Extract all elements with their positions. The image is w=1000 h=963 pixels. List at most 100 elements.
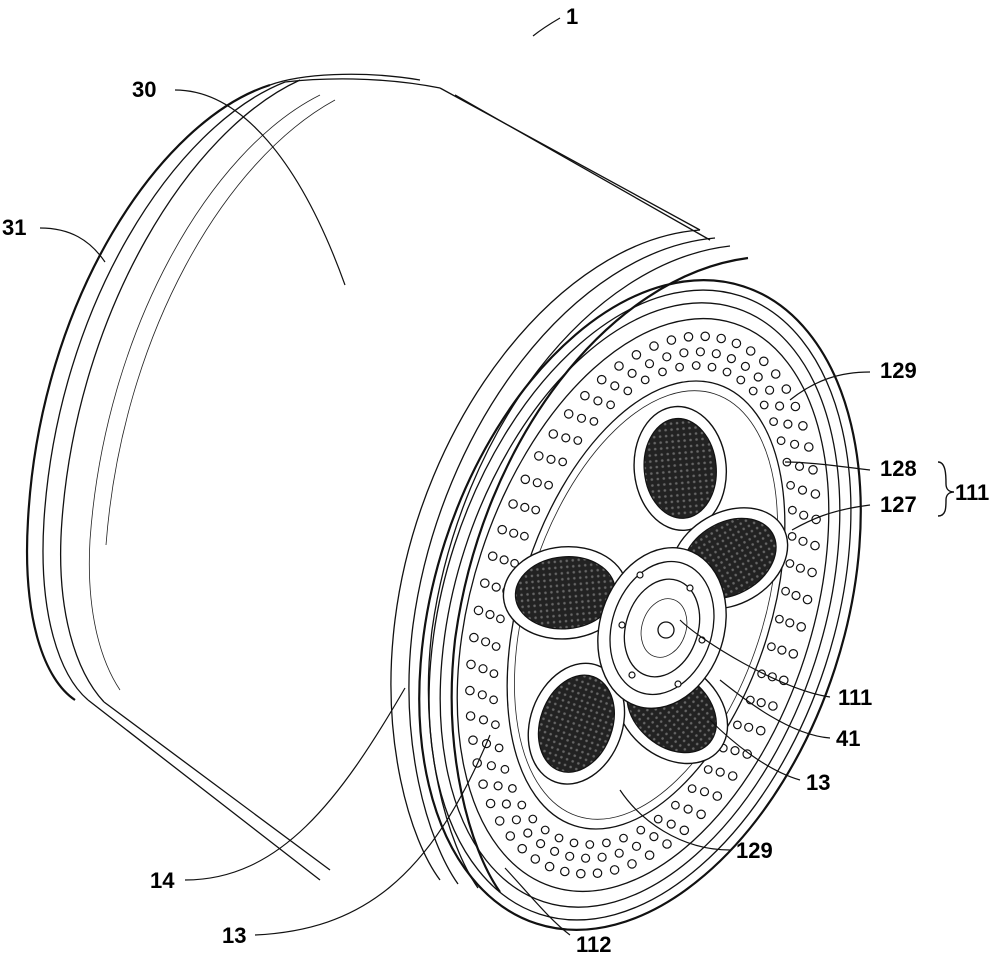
perforation-hole: [788, 505, 797, 515]
perforation-hole: [602, 838, 611, 848]
perforation-hole: [573, 436, 583, 445]
perforation-hole: [491, 642, 501, 651]
perforation-hole: [494, 743, 504, 753]
perforation-hole: [786, 480, 795, 490]
perforation-hole: [497, 524, 507, 535]
label-127: 127: [880, 492, 917, 517]
perforation-hole: [758, 356, 769, 367]
perforation-hole: [715, 767, 725, 777]
perforation-hole: [509, 528, 519, 538]
perforation-hole: [523, 828, 533, 838]
perforation-hole: [794, 461, 805, 471]
perforation-hole: [623, 386, 633, 396]
perforation-hole: [781, 384, 792, 394]
perforation-hole: [631, 349, 642, 360]
perforation-hole: [627, 859, 637, 869]
perforation-hole: [770, 369, 781, 379]
perforation-hole: [810, 540, 820, 551]
label-128: 128: [880, 456, 917, 481]
perforation-hole: [775, 614, 784, 624]
perforation-hole: [798, 536, 808, 546]
perforation-hole: [597, 852, 607, 862]
petal-windows: [502, 405, 789, 785]
perforation-hole: [465, 685, 475, 696]
label-30: 30: [132, 77, 156, 102]
perforation-hole: [755, 725, 766, 736]
label-14: 14: [150, 868, 175, 893]
perforation-hole: [662, 352, 672, 362]
perforation-hole: [473, 605, 484, 616]
drum-body: [25, 73, 749, 893]
perforation-hole: [508, 499, 518, 509]
perforation-hole: [776, 436, 786, 446]
label-111-group: 111: [955, 480, 989, 505]
perforation-hole: [609, 865, 620, 875]
perforation-hole: [505, 831, 516, 841]
perforation-hole: [501, 799, 511, 809]
label-13-left: 13: [222, 923, 246, 948]
perforation-hole: [491, 582, 501, 592]
perforation-hole: [561, 433, 571, 443]
perforation-hole: [565, 851, 575, 861]
perforation-hole: [803, 442, 814, 452]
perforation-hole: [489, 695, 499, 705]
perforation-hole: [756, 697, 766, 708]
perforation-hole: [703, 765, 713, 774]
label-41: 41: [836, 726, 860, 751]
perforation-hole: [569, 838, 579, 848]
perforation-hole: [783, 419, 793, 429]
perforation-hole: [606, 400, 615, 410]
perforation-hole: [744, 722, 754, 732]
leader-lines: [39, 17, 955, 936]
label-111: 111: [838, 685, 872, 710]
perforation-hole: [589, 417, 599, 426]
perforation-hole: [491, 720, 500, 730]
perforation-hole: [777, 645, 787, 655]
perforation-hole: [740, 361, 751, 371]
perforation-hole: [683, 331, 694, 342]
perforation-hole: [807, 567, 817, 578]
perforation-hole: [790, 401, 801, 412]
perforation-hole: [596, 374, 607, 385]
perforation-hole: [580, 390, 590, 401]
perforation-hole: [767, 642, 776, 652]
perforation-hole: [520, 531, 529, 541]
perforation-hole: [533, 451, 544, 461]
perforation-hole: [785, 559, 795, 568]
perforation-hole: [791, 590, 801, 601]
perforation-hole: [695, 347, 706, 357]
perforation-hole: [494, 816, 505, 826]
perforation-hole: [781, 586, 790, 596]
perforation-hole: [691, 361, 701, 370]
perforation-hole: [712, 791, 723, 801]
perforation-hole: [636, 825, 646, 835]
perforation-hole: [540, 825, 550, 835]
perforation-hole: [795, 563, 806, 573]
perforation-hole: [481, 637, 491, 647]
perforation-hole: [485, 609, 495, 620]
perforation-hole: [631, 841, 642, 851]
perforation-hole: [774, 401, 785, 411]
perforation-hole: [644, 850, 655, 860]
perforation-hole: [679, 825, 690, 836]
perforation-hole: [788, 648, 799, 659]
label-1: 1: [566, 4, 578, 29]
perforation-hole: [707, 362, 717, 372]
perforation-hole: [576, 413, 587, 423]
perforation-hole: [559, 866, 570, 877]
perforation-hole: [563, 409, 574, 419]
label-129-top: 129: [880, 358, 917, 383]
perforation-hole: [575, 868, 586, 879]
perforation-hole: [675, 362, 684, 372]
perforation-hole: [585, 840, 595, 849]
perforation-hole: [736, 375, 746, 385]
perforation-hole: [768, 701, 778, 711]
perforation-hole: [619, 833, 628, 843]
perforation-hole: [627, 368, 637, 378]
perforation-hole: [517, 843, 527, 854]
perforation-hole: [614, 361, 624, 371]
perforation-hole: [745, 346, 756, 356]
perforation-hole: [477, 690, 487, 700]
perforation-hole: [610, 381, 620, 391]
perforation-hole: [546, 454, 556, 464]
